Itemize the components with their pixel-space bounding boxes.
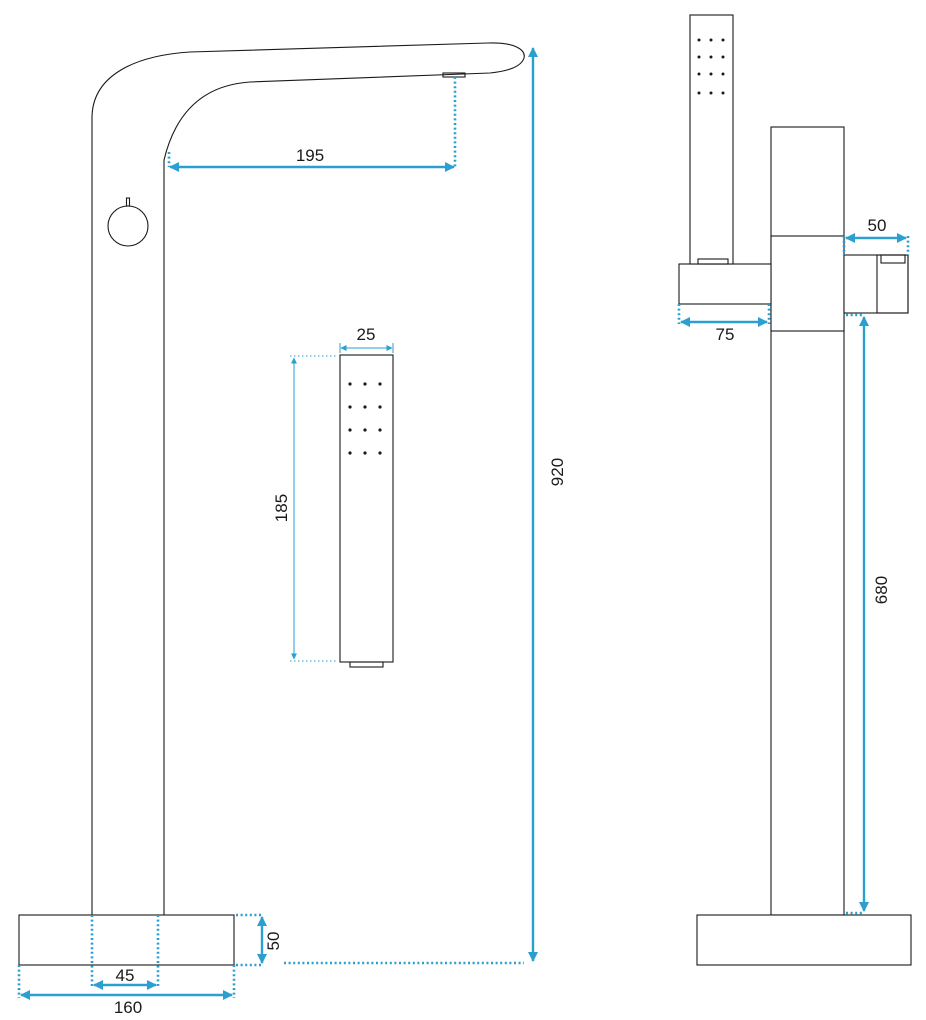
dim-label-holder-depth: 50 bbox=[868, 216, 887, 235]
dim-label-hand-shower-width: 25 bbox=[357, 325, 376, 344]
side-holder bbox=[843, 254, 909, 314]
faucet-base bbox=[18, 914, 235, 966]
dim-label-base-width: 160 bbox=[114, 998, 142, 1017]
dim-side-arm-length: 75 bbox=[677, 304, 771, 344]
hand-shower-front bbox=[339, 354, 394, 668]
dim-label-base-height: 50 bbox=[264, 932, 283, 951]
side-shower-nozzles bbox=[697, 38, 725, 95]
dim-label-holder-height: 680 bbox=[872, 576, 891, 604]
dim-label-hand-shower-length: 185 bbox=[272, 494, 291, 522]
dim-label-column-width: 45 bbox=[116, 966, 135, 985]
front-view: 195 25 185 920 50 bbox=[17, 42, 567, 1017]
dim-total-height: 920 bbox=[284, 47, 567, 965]
dim-column-width: 45 bbox=[90, 915, 160, 990]
dim-base-height: 50 bbox=[236, 913, 283, 967]
dim-label-total-height: 920 bbox=[548, 458, 567, 486]
dim-label-spout-reach: 195 bbox=[296, 146, 324, 165]
dim-hand-shower-length: 185 bbox=[272, 355, 338, 662]
mixer-knob-lever bbox=[125, 197, 131, 207]
side-mixer-block bbox=[770, 235, 845, 332]
mixer-knob bbox=[107, 205, 149, 247]
side-hand-shower-connector bbox=[697, 258, 729, 265]
dim-spout-reach: 195 bbox=[167, 77, 457, 172]
dim-holder-height: 680 bbox=[846, 313, 891, 915]
side-base bbox=[696, 914, 912, 966]
dim-hand-shower-width: 25 bbox=[339, 325, 394, 353]
side-hand-shower bbox=[689, 14, 734, 265]
side-holder-clip-top bbox=[880, 254, 906, 264]
side-arm bbox=[678, 263, 772, 305]
dim-base-width: 160 bbox=[17, 965, 236, 1017]
dim-holder-depth: 50 bbox=[842, 216, 910, 255]
faucet-column-outline bbox=[91, 42, 525, 915]
dim-label-side-arm-length: 75 bbox=[716, 325, 735, 344]
shower-nozzles bbox=[348, 382, 382, 455]
side-view: 50 75 680 bbox=[677, 14, 912, 966]
